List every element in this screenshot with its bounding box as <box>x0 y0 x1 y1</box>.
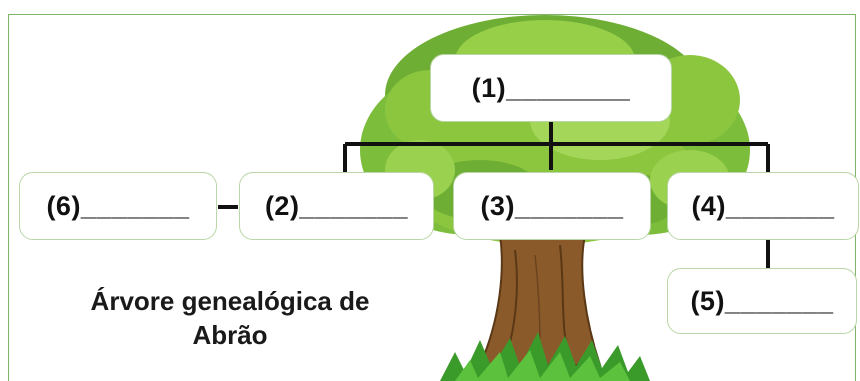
family-box-5[interactable]: (5)_______ <box>667 268 857 334</box>
diagram-title: Árvore genealógica de Abrão <box>30 284 430 352</box>
title-line-2: Abrão <box>192 320 268 350</box>
family-box-4[interactable]: (4)_______ <box>667 172 859 240</box>
family-box-1[interactable]: (1)________ <box>430 54 672 122</box>
title-line-1: Árvore genealógica de <box>90 286 370 316</box>
family-box-6[interactable]: (6)_______ <box>19 172 217 240</box>
connector-lines <box>218 122 770 268</box>
family-box-3[interactable]: (3)_______ <box>453 172 651 240</box>
family-box-2[interactable]: (2)_______ <box>239 172 434 240</box>
